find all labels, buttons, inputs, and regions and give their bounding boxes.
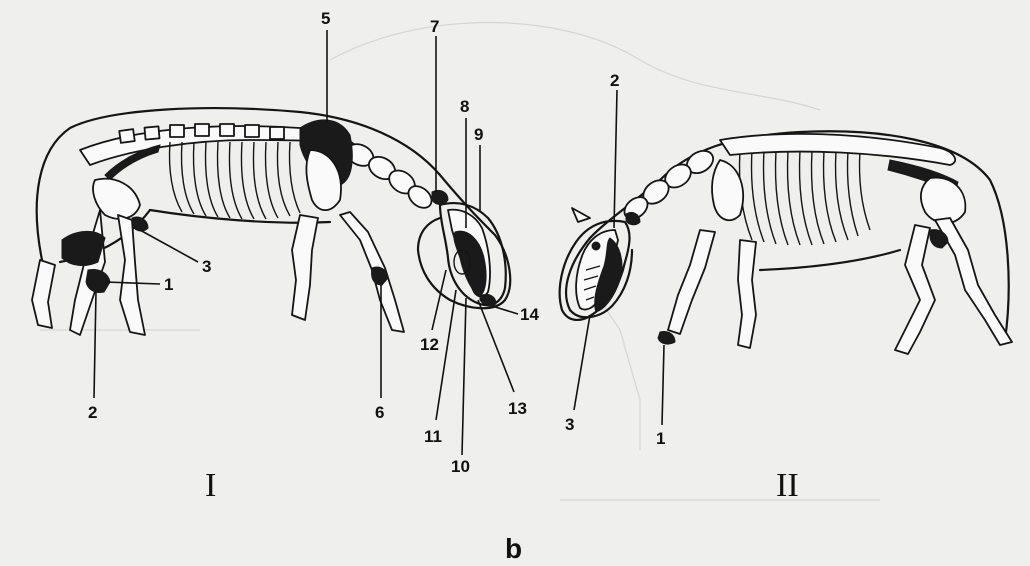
callout-12-I: 12 xyxy=(420,335,439,354)
callout-2-II: 2 xyxy=(610,71,619,90)
callout-11-I: 11 xyxy=(424,427,442,446)
figure-letter: b xyxy=(505,533,522,564)
ribcage-I xyxy=(170,142,301,219)
callout-14-I: 14 xyxy=(520,305,539,324)
panel-label-II: II xyxy=(776,467,799,504)
neck-vertebrae-II xyxy=(620,146,717,223)
muscle-hind-thigh-I xyxy=(62,231,105,265)
callout-9-I: 9 xyxy=(474,125,483,144)
callout-3-I: 3 xyxy=(202,257,211,276)
callout-3-II: 3 xyxy=(565,415,574,434)
callout-1-II: 1 xyxy=(656,429,665,448)
callout-10-I: 10 xyxy=(451,457,470,476)
callout-2-I: 2 xyxy=(88,403,97,422)
callout-1-I: 1 xyxy=(164,275,173,294)
callout-7-I: 7 xyxy=(430,17,439,36)
ribcage-II xyxy=(740,150,871,245)
callout-5-I: 5 xyxy=(321,9,330,28)
callout-6-I: 6 xyxy=(375,403,384,422)
neck-vertebrae-I xyxy=(343,140,436,212)
callout-8-I: 8 xyxy=(460,97,469,116)
skeleton-animal-II xyxy=(560,131,1012,354)
callout-13-I: 13 xyxy=(508,399,527,418)
panel-label-I: I xyxy=(205,467,216,504)
leader-lines xyxy=(94,30,664,455)
muscle-hock-2 xyxy=(86,270,110,293)
